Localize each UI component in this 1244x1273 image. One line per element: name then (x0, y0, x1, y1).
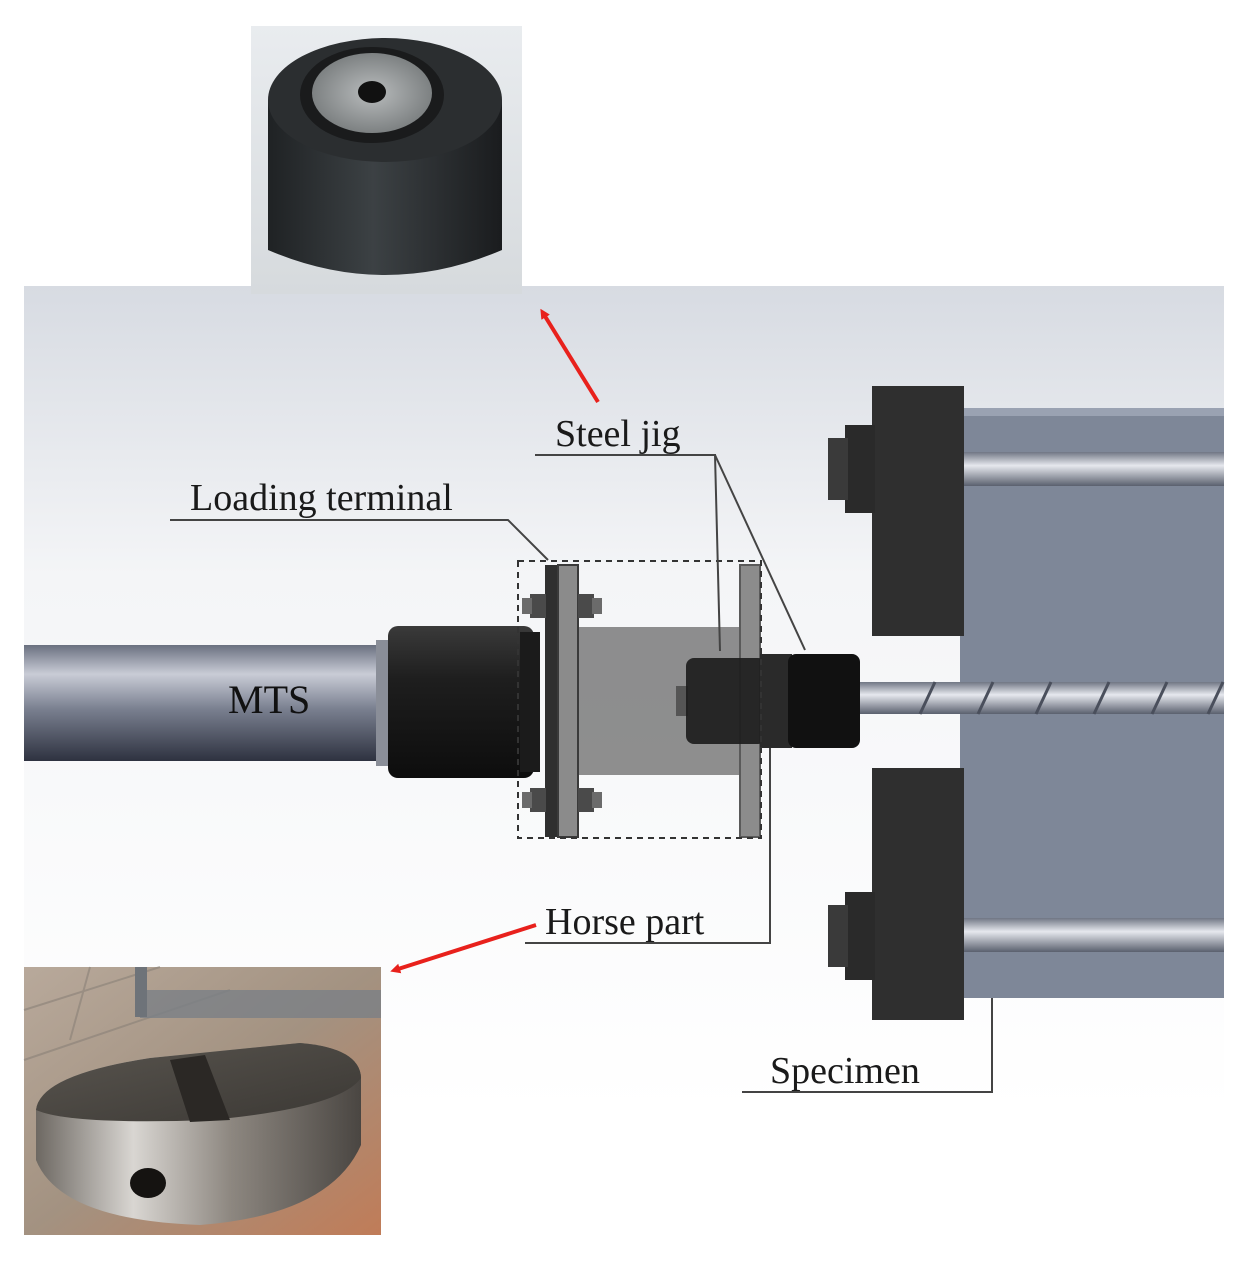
threaded-rebar (858, 681, 1225, 715)
loading-terminal (388, 626, 540, 778)
lower-end-plate (872, 768, 964, 1020)
leader-specimen (742, 998, 993, 1093)
lower-nut (845, 892, 875, 980)
label-loading-terminal: Loading terminal (190, 477, 453, 519)
lower-tie-rod (960, 918, 1224, 952)
upper-end-plate (872, 386, 964, 636)
leader-horse-part (525, 748, 771, 944)
jig-detail-box (517, 560, 762, 839)
upper-nut (845, 425, 875, 513)
jig-bolt-top (522, 594, 602, 618)
upper-tie-rod (960, 452, 1224, 486)
arrow-to-steel-jig-photo (540, 308, 600, 404)
label-horse-part: Horse part (545, 901, 705, 943)
mts-rod (24, 645, 384, 761)
photo-steel-jig (251, 26, 522, 294)
label-specimen: Specimen (770, 1050, 920, 1092)
photo-horse-part (23, 966, 381, 1235)
label-steel-jig: Steel jig (555, 413, 681, 455)
label-mts: MTS (228, 677, 310, 722)
arrow-to-horse-part-photo (390, 923, 537, 974)
horse-part (676, 654, 860, 748)
jig-bolt-bottom (522, 788, 602, 812)
leader-loading-terminal (170, 519, 549, 561)
